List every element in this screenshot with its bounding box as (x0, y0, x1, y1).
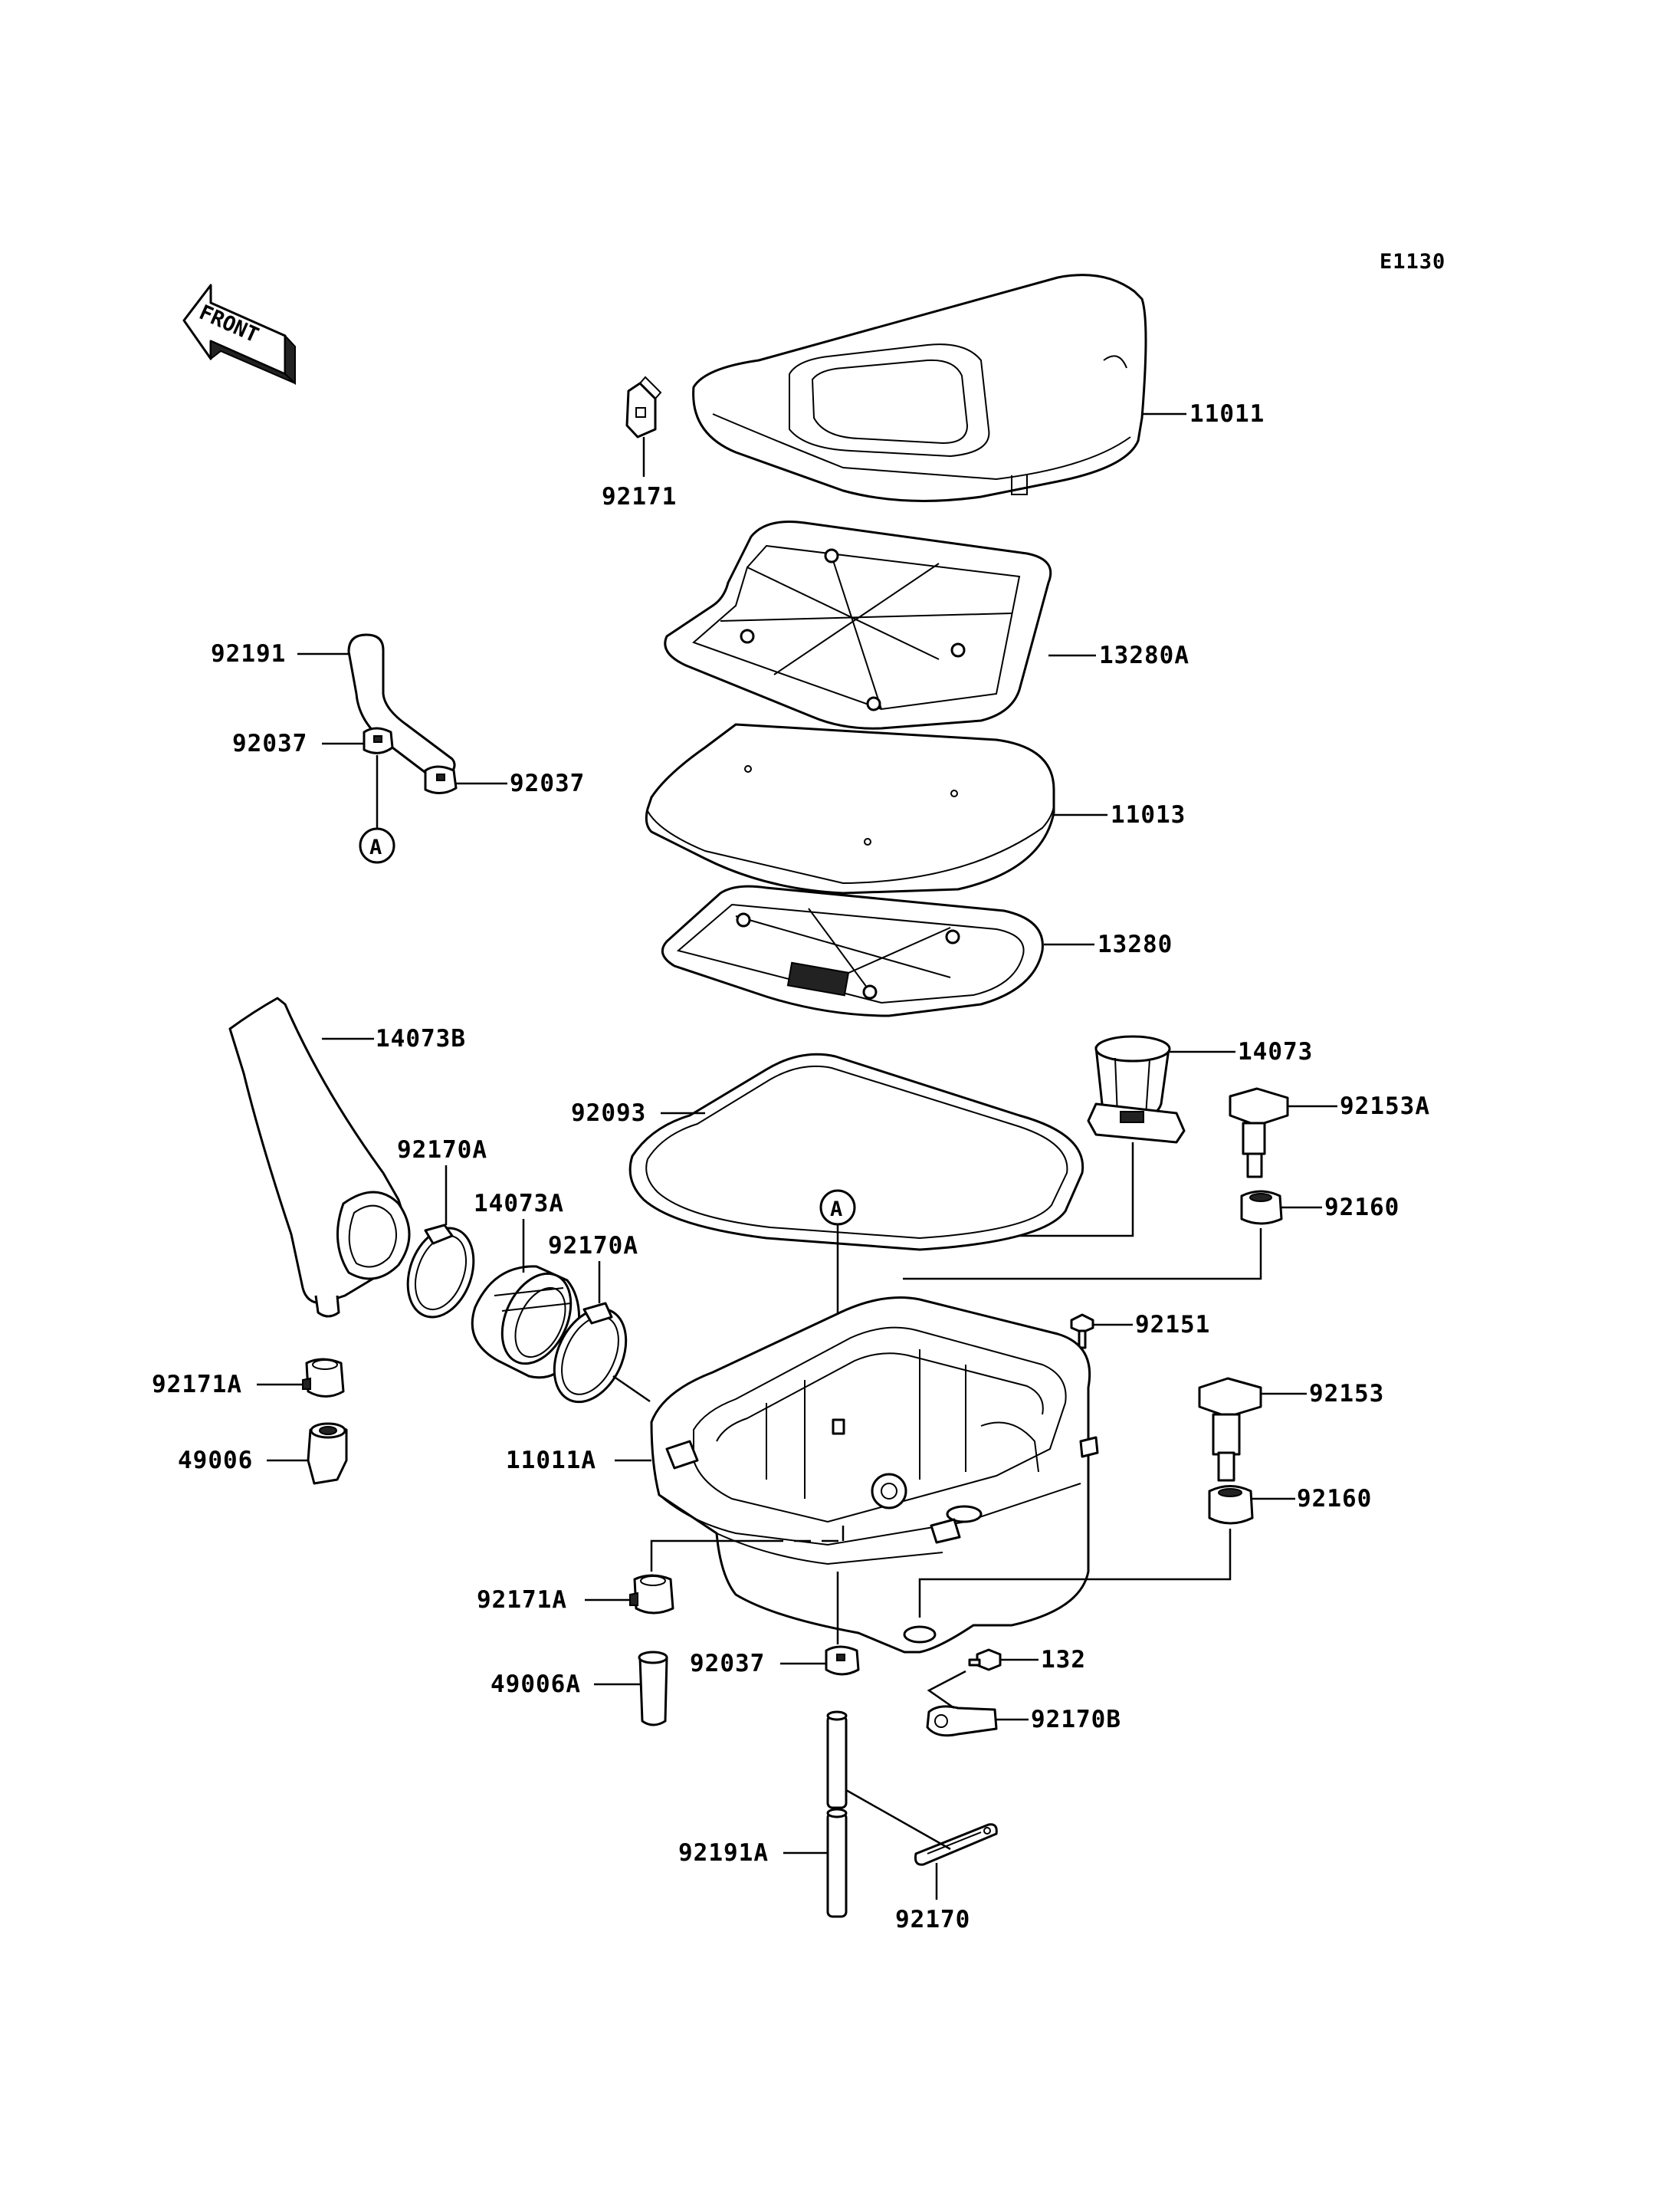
label-92191: 92191 (211, 640, 286, 668)
grommet-92160-lower (1208, 1485, 1254, 1525)
label-92191A: 92191A (678, 1839, 769, 1867)
label-11011: 11011 (1189, 400, 1265, 428)
ref-marker-a-left: A (369, 836, 382, 859)
rubber-joint-14073A (471, 1265, 581, 1379)
hose-92191 (347, 633, 456, 780)
clamp-92170B (926, 1705, 998, 1737)
label-92037-lower: 92037 (690, 1650, 765, 1677)
label-14073B: 14073B (376, 1025, 466, 1053)
grommet-92160-upper (1240, 1190, 1283, 1225)
screw-132 (968, 1648, 1002, 1671)
front-arrow-icon: FRONT (182, 284, 296, 386)
label-92170: 92170 (895, 1906, 970, 1933)
clip-92171A-left (302, 1358, 345, 1398)
filter-element (645, 723, 1055, 895)
label-92170A-right: 92170A (548, 1232, 638, 1260)
band-clamp-92170A-left (406, 1224, 475, 1319)
label-14073A: 14073A (474, 1190, 564, 1217)
ref-marker-a-box: A (830, 1197, 842, 1221)
label-92037-right: 92037 (510, 770, 585, 797)
label-92160-upper: 92160 (1324, 1194, 1399, 1221)
funnel-14073 (1087, 1035, 1186, 1144)
hose-clamp-92037-left (363, 727, 394, 754)
air-box-case (650, 1296, 1099, 1654)
label-92170A-left: 92170A (397, 1136, 487, 1164)
bolt-92153A (1229, 1087, 1289, 1178)
label-92093: 92093 (571, 1099, 646, 1127)
label-13280A: 13280A (1099, 642, 1189, 669)
filter-frame-upper (664, 520, 1052, 730)
air-box-cover (692, 274, 1147, 502)
band-clamp-92170A-right (553, 1302, 628, 1404)
diagram-code: E1130 (1380, 250, 1445, 274)
gasket-92093 (628, 1053, 1084, 1251)
clip-92171A-middle (629, 1574, 674, 1615)
label-132: 132 (1041, 1646, 1086, 1674)
hose-clamp-92037-lower (825, 1645, 860, 1676)
label-92160-lower: 92160 (1297, 1485, 1372, 1513)
label-49006A: 49006A (491, 1670, 581, 1698)
label-92171A-middle: 92171A (477, 1586, 567, 1614)
filter-frame-lower (661, 885, 1044, 1017)
label-92170B: 92170B (1031, 1706, 1121, 1733)
strap-92170 (914, 1823, 998, 1866)
label-14073: 14073 (1238, 1038, 1313, 1066)
intake-duct-14073B (228, 997, 411, 1318)
label-92151: 92151 (1135, 1311, 1210, 1339)
hose-92191A (826, 1710, 848, 1918)
label-92153A: 92153A (1340, 1092, 1430, 1120)
label-11013: 11013 (1111, 801, 1186, 829)
label-92037-left: 92037 (232, 730, 307, 757)
label-92171: 92171 (602, 483, 677, 511)
clip-92171 (625, 376, 662, 439)
label-92153: 92153 (1309, 1380, 1384, 1408)
label-49006: 49006 (178, 1447, 253, 1474)
hose-clamp-92037-right (424, 765, 458, 794)
fitting-49006 (307, 1422, 348, 1485)
tube-49006A (638, 1651, 668, 1726)
bolt-92153 (1198, 1377, 1262, 1482)
label-92171A-left: 92171A (152, 1371, 242, 1398)
label-11011A: 11011A (506, 1447, 596, 1474)
label-13280: 13280 (1098, 931, 1173, 958)
